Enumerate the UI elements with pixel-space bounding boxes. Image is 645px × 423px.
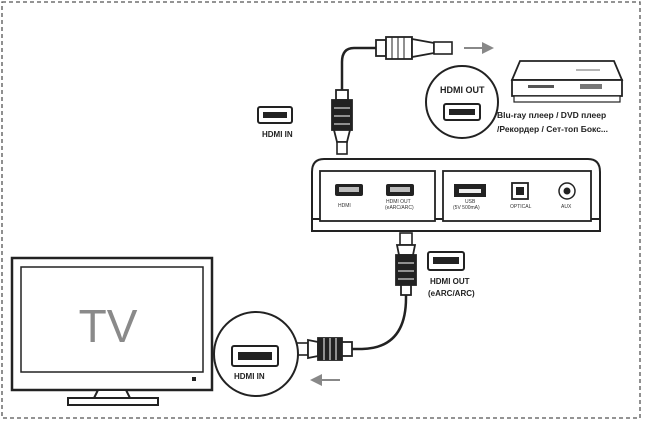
- hdmi-connector-vertical-2: [395, 232, 417, 296]
- port-label-aux: AUX: [561, 204, 572, 210]
- earc-label: (eARC/ARC): [428, 289, 475, 298]
- hdmi-in-tv-magnifier: [213, 311, 299, 397]
- hdmi-in-port-icon: [257, 106, 293, 124]
- hdmi-out-player-magnifier: [425, 65, 499, 139]
- hdmi-out-player-label: HDMI OUT: [440, 85, 485, 95]
- tv: TV: [10, 256, 214, 406]
- cable-player: [340, 46, 376, 90]
- hdmi-connector-vertical-1: [331, 89, 353, 155]
- hdmi-connector-top: [375, 36, 453, 60]
- port-label-hdmi: HDMI: [338, 203, 351, 209]
- tv-label: TV: [79, 300, 138, 352]
- port-label-hdmi-out-sub: (eARC/ARC): [385, 205, 414, 211]
- port-label-optical: OPTICAL: [510, 204, 532, 210]
- tv-stand-neck: [92, 389, 132, 399]
- hdmi-in-label: HDMI IN: [262, 130, 293, 139]
- player-description-line1: Blu-ray плеер / DVD плеер: [497, 110, 607, 120]
- soundbar: [311, 158, 601, 232]
- port-label-hdmi-out: HDMI OUT: [386, 199, 411, 205]
- cable-tv: [350, 235, 408, 351]
- tv-stand-base: [67, 397, 159, 406]
- hdmi-connector-tv: [295, 337, 353, 361]
- port-label-usb: USB: [465, 199, 476, 205]
- tv-screen: [20, 266, 204, 373]
- port-label-usb-sub: (5V 500mA): [453, 205, 480, 211]
- player-description-line2: /Рекордер / Сет-топ Бокс...: [497, 124, 609, 134]
- player-top: [510, 60, 624, 81]
- hdmi-in-tv-label: HDMI IN: [234, 372, 265, 381]
- player-device: [510, 60, 624, 103]
- tv-power-led: [192, 377, 196, 381]
- hdmi-out-earc-label: HDMI OUT: [430, 277, 470, 286]
- hdmi-out-earc-port-icon: [427, 251, 465, 271]
